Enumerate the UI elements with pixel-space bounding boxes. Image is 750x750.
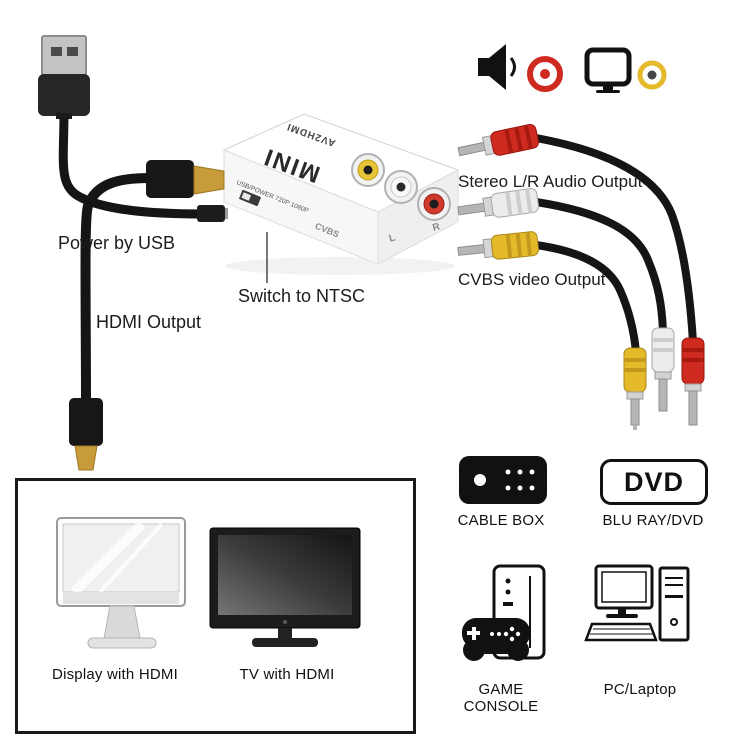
cable-box-icon [459,456,547,504]
red-rca-plug-end [681,337,705,426]
yellow-rca-cable [532,241,640,356]
display-icon [584,47,632,93]
cables [58,107,697,409]
desktop-monitor-icon [56,517,186,649]
jack-label-l: L [388,232,397,244]
tv-icon [209,527,361,647]
rca-jack-right-audio [417,187,451,221]
red-rca-plug [457,123,540,157]
yellow-rca-plug [457,231,539,260]
power-by-usb-label: Power by USB [58,233,176,253]
hdmi-output-label: HDMI Output [96,312,202,332]
switch-to-ntsc-label: Switch to NTSC [238,286,366,306]
yellow-rca-plug-end [623,347,647,430]
game-console-label: GAME CONSOLE [463,681,539,715]
tv-with-hdmi-label: TV with HDMI [239,666,335,683]
rca-jack-left-audio [384,170,418,204]
game-console-icon [462,564,546,661]
speaker-icon [478,44,516,90]
usb-power-plug [197,205,228,222]
dvd-badge: DVD [600,459,708,505]
pc-laptop-icon [584,564,690,642]
stereo-audio-output-label: Stereo L/R Audio Output [458,172,643,191]
rca-jack-cvbs [351,153,385,187]
white-rca-cable [532,198,667,336]
cvbs-video-output-label: CVBS video Output [458,270,606,289]
red-rca-cable [532,134,697,346]
hdmi-input-connector [146,160,225,198]
hdmi-output-connector [69,398,103,471]
video-rca-icon [637,60,667,90]
box-shadow [225,257,455,275]
pc-laptop-label: PC/Laptop [603,681,677,698]
usb-connector [38,35,90,119]
display-with-hdmi-label: Display with HDMI [52,666,178,683]
ntsc-switch [239,189,261,207]
converter-box: AV2HDMI MINI USB/POWER 720P 1080P CVBS L… [222,113,460,265]
usb-power-cable [58,107,209,219]
jack-label-r: R [431,221,442,234]
white-rca-plug-end [651,327,675,412]
white-rca-plug [457,188,540,218]
cable-box-label: CABLE BOX [457,512,545,529]
blu-ray-dvd-label: BLU RAY/DVD [602,512,704,529]
display-devices-panel [15,478,416,734]
hdmi-cable [80,173,155,409]
audio-rca-icon [527,56,563,92]
